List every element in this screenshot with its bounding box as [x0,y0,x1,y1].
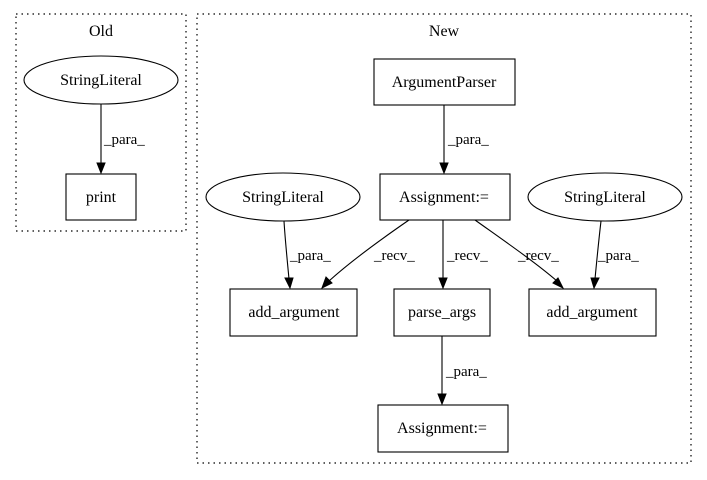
node-add-argument-left [229,288,358,337]
node-assignment-2 [377,404,509,453]
cluster-new-label: New [429,23,460,40]
node-old-print-label: print [86,189,117,206]
node-old-string-literal-label: StringLiteral [60,72,142,89]
cluster-new [196,13,692,464]
edge-recv-left [328,219,410,282]
node-parse-args [393,288,491,337]
edge-recv-mid-label: _recv_ [446,248,488,264]
edge-sl-left-label: _para_ [289,248,331,264]
edge-recv-left-label: _recv_ [373,248,415,264]
edge-sl-right-label: _para_ [597,248,639,264]
node-old-print [65,173,137,221]
edge-sl-right-arrowhead [590,277,600,290]
node-assignment-2-label: Assignment:= [397,420,487,437]
edge-parse-label: _para_ [445,364,487,380]
node-argument-parser [373,58,516,106]
cluster-old-label: Old [89,23,113,40]
node-assignment-1 [379,173,511,221]
edge-sl-right-to-add-arg [594,220,602,280]
edge-recv-right-label: _recv_ [517,248,559,264]
cluster-old [15,13,187,232]
node-string-literal-right-label: StringLiteral [564,189,646,206]
node-string-literal-left-label: StringLiteral [242,189,324,206]
edge-sl-left-to-add-arg [283,220,290,280]
node-assignment-1-label: Assignment:= [399,189,489,206]
node-parse-args-label: parse_args [408,304,476,321]
node-add-argument-right [528,288,657,337]
node-string-literal-left [205,172,361,222]
edge-recv-right [474,219,558,282]
edge-parse-arrowhead [437,393,447,406]
node-argument-parser-label: ArgumentParser [392,74,497,91]
edge-old-para-arrowhead [96,162,106,175]
edge-argparser-label: _para_ [447,132,489,148]
edge-argparser-arrowhead [439,162,449,175]
edge-recv-left-arrowhead [321,276,333,290]
edge-sl-left-arrowhead [284,277,294,290]
node-add-argument-right-label: add_argument [546,304,638,321]
edge-recv-right-arrowhead [552,277,565,290]
node-string-literal-right [527,172,683,222]
node-add-argument-left-label: add_argument [248,304,340,321]
edge-recv-mid-arrowhead [438,277,448,290]
edge-old-para-label: _para_ [103,132,145,148]
